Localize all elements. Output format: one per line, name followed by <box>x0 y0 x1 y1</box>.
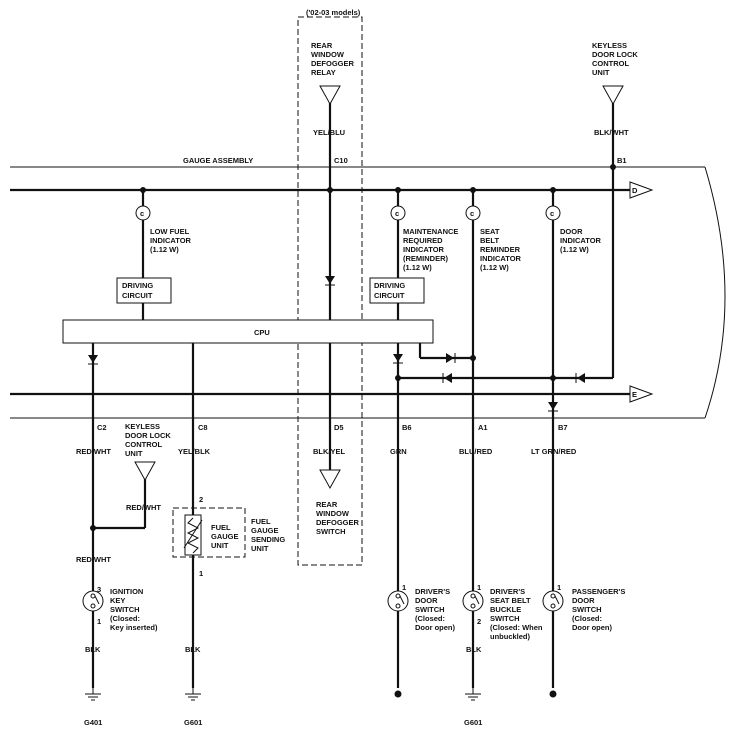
wire-label: BLK/YEL <box>313 447 346 456</box>
driving-circuit-right-line2: CIRCUIT <box>374 291 405 300</box>
cpu-label: CPU <box>254 328 270 337</box>
driving-circuit-right <box>369 277 425 304</box>
models-note: ('02-03 models) <box>306 8 361 17</box>
arrow-e <box>629 385 654 403</box>
wire-label: YEL/BLK <box>178 447 211 456</box>
wire-label: LT GRN/RED <box>531 447 577 456</box>
svg-text:c: c <box>395 209 399 218</box>
wire-label: RED/WHT <box>76 447 111 456</box>
connector-label: C10 <box>334 156 348 165</box>
wire-label: BLK <box>466 645 482 654</box>
rear-relay-connector <box>319 85 341 106</box>
bulb-door: c <box>545 205 561 221</box>
ground-dot <box>394 690 402 698</box>
svg-text:c: c <box>470 209 474 218</box>
switch-drivers-door <box>387 590 409 612</box>
bulb-seat-belt: c <box>465 205 481 221</box>
connector-label: C2 <box>97 423 107 432</box>
pin-label: 2 <box>477 617 481 626</box>
diodes <box>88 276 585 412</box>
svg-text:c: c <box>550 209 554 218</box>
ground-label: G601 <box>184 718 202 727</box>
pin-label: 2 <box>199 495 203 504</box>
keyless-left-connector <box>134 461 156 482</box>
pin-label: 3 <box>97 585 101 594</box>
keyless-top-connector <box>602 85 624 106</box>
junction-dots <box>90 164 616 531</box>
wire-label: BLU/RED <box>459 447 493 456</box>
wire-label: BLK <box>185 645 201 654</box>
gauge-assembly-outline <box>10 166 726 419</box>
ground-dot <box>549 690 557 698</box>
bulb-low-fuel: c <box>135 205 151 221</box>
pin-label: 1 <box>199 569 203 578</box>
svg-text:c: c <box>140 209 144 218</box>
arrow-d-label: D <box>632 186 638 195</box>
gauge-assembly-label: GAUGE ASSEMBLY <box>183 156 253 165</box>
pin-label: 1 <box>477 583 481 592</box>
wire-label: BLK/WHT <box>594 128 629 137</box>
connector-label: A1 <box>478 423 488 432</box>
ground-icon <box>85 688 101 701</box>
arrow-e-label: E <box>632 390 637 399</box>
wire-label: YEL/BLU <box>313 128 345 137</box>
fuel-sending-box <box>172 507 246 558</box>
ground-icon <box>185 688 201 701</box>
switch-passengers-door <box>542 590 564 612</box>
connector-label: B6 <box>402 423 412 432</box>
wire-label: RED/WHT <box>76 555 111 564</box>
switch-ignition <box>82 590 104 612</box>
switch-seat-belt <box>462 590 484 612</box>
wire-label: RED/WHT <box>126 503 161 512</box>
models-box <box>297 16 363 566</box>
ground-icon <box>465 688 481 701</box>
rear-switch-connector <box>319 469 341 490</box>
driving-circuit-left-line2: CIRCUIT <box>122 291 153 300</box>
connector-label: B1 <box>617 156 627 165</box>
wire-label: GRN <box>390 447 407 456</box>
connector-label: D5 <box>334 423 344 432</box>
bulb-maintenance: c <box>390 205 406 221</box>
pin-label: 1 <box>402 583 406 592</box>
ground-label: G401 <box>84 718 102 727</box>
pin-label: 1 <box>557 583 561 592</box>
driving-circuit-left-line1: DRIVING <box>122 281 153 290</box>
driving-circuit-left <box>116 277 172 304</box>
cpu-box <box>62 319 434 344</box>
connector-label: B7 <box>558 423 568 432</box>
resistor-icon <box>186 517 200 554</box>
wire-label: BLK <box>85 645 101 654</box>
arrow-d <box>629 181 654 199</box>
connector-label: C8 <box>198 423 208 432</box>
resistor-wiper <box>183 519 203 549</box>
pin-label: 1 <box>97 617 101 626</box>
driving-circuit-right-line1: DRIVING <box>374 281 405 290</box>
ground-label: G601 <box>464 718 482 727</box>
